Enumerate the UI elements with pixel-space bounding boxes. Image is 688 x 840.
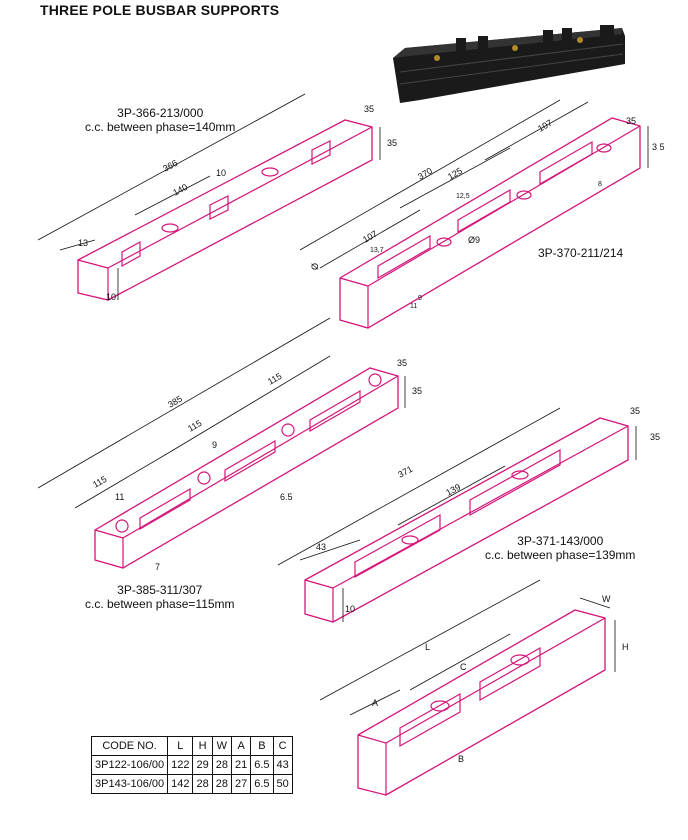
caption-code: 3P-370-211/214: [538, 246, 624, 260]
product-photo: [393, 25, 625, 103]
d2-slot-s: 12,5: [456, 193, 470, 200]
d4-end: 43: [316, 542, 326, 552]
col-header: L: [167, 736, 194, 756]
d2-height: 3 5: [652, 142, 665, 152]
drawing-3p-370: [299, 99, 649, 329]
caption-3p-371: 3P-371-143/000 c.c. between phase=139mm: [485, 534, 635, 562]
col-header: W: [211, 736, 232, 756]
d2-pitch-b: 107: [536, 118, 554, 134]
table-cell: 142: [167, 774, 194, 794]
d3-length: 385: [166, 394, 184, 410]
table-cell: 50: [272, 774, 293, 794]
table-cell: 29: [192, 755, 213, 775]
d4-height: 35: [650, 432, 660, 442]
d5-W: W: [602, 594, 611, 604]
d3-p1: 115: [91, 474, 108, 490]
d3-n11: 11: [115, 492, 124, 502]
table-cell: 122: [167, 755, 194, 775]
d1-end: 13: [78, 238, 88, 248]
d1-pitch: 140: [171, 182, 189, 198]
d1-width: 35: [364, 104, 374, 114]
d3-n7: 7: [155, 562, 160, 572]
table-cell: 6.5: [250, 755, 274, 775]
d1-height: 35: [387, 138, 397, 148]
d2-width: 35: [626, 116, 636, 126]
d3-p3: 115: [266, 371, 283, 387]
table-cell: 28: [211, 755, 232, 775]
d2-n8: 8: [598, 181, 602, 188]
caption-note: c.c. between phase=115mm: [85, 597, 235, 611]
drawing-3p-371: [277, 407, 637, 623]
table-cell: 3P122-106/00: [90, 755, 169, 775]
d2-length: 370: [416, 166, 434, 182]
d4-width: 35: [630, 406, 640, 416]
caption-note: c.c. between phase=139mm: [485, 548, 636, 562]
d2-hole: Ø9: [468, 235, 480, 245]
d4-depth: 10: [345, 604, 355, 614]
caption-3p-385: 3P-385-311/307 c.c. between phase=115mm: [85, 583, 235, 611]
d3-n9: 9: [212, 440, 217, 450]
table-cell: 28: [192, 774, 213, 794]
d2-slot-w: 13,7: [370, 247, 384, 254]
col-header: B: [250, 736, 274, 756]
spec-table: CODE NO. L H W A B C 3P122-106/00 122 29…: [90, 736, 293, 794]
d1-slot: 10: [216, 168, 226, 178]
drawing-3p-366: [37, 93, 381, 301]
col-header: H: [192, 736, 213, 756]
col-header: C: [272, 736, 293, 756]
d2-ld: Ø: [310, 263, 320, 270]
page-title: THREE POLE BUSBAR SUPPORTS: [40, 2, 280, 18]
d2-n11: 11: [410, 303, 417, 310]
table-cell: 3P143-106/00: [90, 774, 169, 794]
drawing-3p-385: [37, 317, 406, 569]
table-header-row: CODE NO. L H W A B C: [90, 736, 293, 756]
table-cell: 28: [211, 774, 232, 794]
d2-n9: 9: [418, 295, 422, 302]
d5-C: C: [460, 662, 467, 672]
caption-code: 3P-371-143/000: [517, 534, 604, 548]
caption-note: c.c. between phase=140mm: [85, 120, 236, 134]
d5-H: H: [622, 642, 629, 652]
caption-code: 3P-385-311/307: [117, 583, 203, 597]
table-cell: 21: [230, 755, 252, 775]
d3-height: 35: [412, 386, 422, 396]
d3-p2: 115: [186, 418, 203, 434]
caption-code: 3P-366-213/000: [117, 106, 204, 120]
table-row: 3P143-106/00 142 28 28 27 6.5 50: [90, 774, 293, 794]
d5-A: A: [372, 698, 378, 708]
drawing-generic: [319, 579, 616, 796]
d2-pitch-a: 107: [361, 229, 379, 245]
d1-depth: 10: [106, 292, 116, 302]
d5-B: B: [458, 754, 464, 764]
table-row: 3P122-106/00 122 29 28 21 6.5 43: [90, 755, 293, 775]
col-header: A: [230, 736, 252, 756]
d3-width: 35: [397, 358, 407, 368]
table-cell: 43: [272, 755, 293, 775]
d3-n65: 6.5: [280, 492, 293, 502]
caption-3p-370: 3P-370-211/214: [538, 246, 623, 260]
d1-length: 366: [161, 158, 179, 174]
d5-L: L: [425, 642, 430, 652]
d2-span: 125: [446, 166, 464, 182]
table-cell: 27: [230, 774, 252, 794]
d4-length: 371: [396, 464, 414, 480]
table-cell: 6.5: [250, 774, 274, 794]
col-header: CODE NO.: [90, 736, 169, 756]
caption-3p-366: 3P-366-213/000 c.c. between phase=140mm: [85, 106, 235, 134]
